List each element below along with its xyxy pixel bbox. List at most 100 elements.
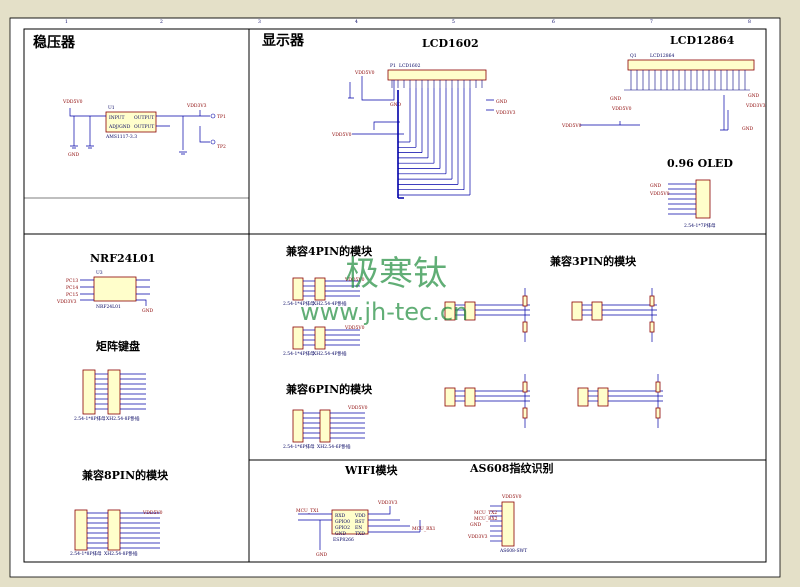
frame-wifi-as608 — [248, 459, 767, 563]
mod8-circuit: VDD5V0 2.54-1*8P排母 XH2.54-8P卧插 — [70, 509, 163, 557]
lcd12864-p: Q1 — [630, 53, 637, 59]
keypad-header-b — [107, 369, 121, 415]
oled-circuit: GND VDD5V0 2.54-1*7P排母 — [649, 179, 716, 229]
mod3-header-a — [444, 387, 456, 407]
wifi-pin-gpio2: GPIO2 — [335, 525, 350, 531]
mod4b-ref: 2.54-1*4P排母 — [283, 350, 315, 357]
mod3-resistor — [522, 407, 528, 419]
title-keypad: 矩阵键盘 — [96, 339, 140, 353]
lcd12864-vdd5b: VDD5V0 — [561, 123, 582, 129]
keypad-ref2: XH2.54-8P卧插 — [106, 415, 140, 422]
wifi-pin-en: EN — [355, 525, 362, 531]
mod3-header-b — [464, 301, 476, 321]
as608-net-rx: MCU_RX2 — [474, 516, 498, 522]
reg-ams: AMS1117-3.3 — [105, 134, 137, 140]
lcd12864-ref: LCD12864 — [650, 53, 674, 59]
title-mod3: 兼容3PIN的模块 — [550, 254, 637, 268]
lcd12864-circuit: Q1 LCD12864 GND VDD5V0 GND VDD3V3 VDD5V0… — [561, 53, 766, 132]
mod8-ref: 2.54-1*8P排母 — [70, 550, 102, 557]
mod3-circuit — [444, 288, 663, 428]
reg-u: U1 — [108, 105, 115, 111]
as608-header — [501, 501, 515, 547]
wifi-pin-rst: RST — [355, 519, 364, 525]
as608-vdd33: VDD3V3 — [467, 534, 488, 540]
mod4a-header-b — [314, 277, 326, 301]
mod4a-header-a — [292, 277, 304, 301]
lcd1602-ref: LCD1602 — [399, 63, 421, 69]
wifi-pin-gpio0: GPIO0 — [335, 519, 350, 525]
mod3-header-b — [464, 387, 476, 407]
reg-adj: ADJ/GND — [108, 124, 131, 130]
mod4b-ref2: XH2.54-4P卧插 — [313, 350, 347, 357]
ruler-5: 5 — [452, 19, 455, 25]
nrf-vdd33: VDD3V3 — [56, 299, 77, 305]
mod3-header-b — [597, 387, 609, 407]
title-oled: 0.96 OLED — [667, 157, 733, 170]
mod3-resistor — [522, 381, 528, 393]
lcd1602-header — [387, 69, 487, 81]
mod4a-vdd: VDD5V0 — [344, 277, 365, 283]
oled-header — [695, 179, 711, 219]
mod3-resistor — [655, 381, 661, 393]
title-mod8: 兼容8PIN的模块 — [82, 468, 169, 482]
lcd1602-vdd33: VDD3V3 — [495, 110, 516, 116]
lcd1602-p: P1 — [390, 63, 396, 69]
nrf-gnd: GND — [142, 308, 154, 314]
mod6-header-a — [292, 409, 304, 443]
nrf-circuit: U3 NRF24L01 PC13 PC14 PC15 VDD3V3 GND — [56, 270, 154, 314]
nrf-pc15: PC15 — [66, 292, 78, 298]
as608-gnd: GND — [470, 522, 482, 528]
mod3-resistor — [649, 295, 655, 307]
lcd12864-header — [627, 59, 755, 71]
reg-out: OUTPUT — [134, 115, 154, 121]
nrf-pc14: PC14 — [66, 285, 78, 291]
nrf-chip — [93, 276, 137, 302]
mod4b-header-b — [314, 326, 326, 350]
mod3-header-a — [571, 301, 583, 321]
nrf-u: U3 — [96, 270, 103, 276]
lcd12864-vdd5: VDD5V0 — [611, 106, 632, 112]
mod6-ref: 2.54-1*6P排母 — [283, 443, 315, 450]
mod8-vdd5: VDD5V0 — [142, 510, 163, 516]
mod4-circuit: 2.54-1*4P排母 XH2.54-4P卧插 2.54-1*4P排母 XH2.… — [283, 277, 365, 357]
lcd1602-gnd-l: GND — [390, 102, 402, 108]
ruler-7: 7 — [650, 19, 653, 25]
title-lcd1602: LCD1602 — [422, 37, 479, 50]
lcd12864-gnd3: GND — [742, 126, 754, 132]
mod6-vdd: VDD5V0 — [347, 405, 368, 411]
watermark-cn: 极寒钛 — [345, 254, 447, 294]
lcd1602-vdd5: VDD5V0 — [354, 70, 375, 76]
mod4b-header-a — [292, 326, 304, 350]
lcd1602-vdd5b: VDD5V0 — [331, 132, 352, 138]
title-regulator: 稳压器 — [33, 34, 76, 51]
regulator-circuit: VDD5V0 VDD3V3 U1 INPUT OUTPUT ADJ/GND OU… — [62, 99, 226, 158]
lcd12864-vdd33: VDD3V3 — [745, 103, 766, 109]
mod6-header-b — [319, 409, 331, 443]
title-nrf: NRF24L01 — [90, 252, 155, 265]
wifi-net-rx: MCU_RX1 — [412, 526, 436, 532]
mod3-header-a — [444, 301, 456, 321]
wifi-pin-txd: TXD — [355, 531, 365, 537]
section-frames — [23, 28, 767, 563]
mod6-ref2: XH2.54-6P卧插 — [317, 443, 351, 450]
mod4b-vdd: VDD5V0 — [344, 325, 365, 331]
nrf-pc13: PC13 — [66, 278, 78, 284]
title-lcd12864: LCD12864 — [670, 34, 735, 47]
wifi-pin-gnd: GND — [335, 531, 347, 537]
ruler-4: 4 — [355, 19, 358, 25]
lcd12864-gnd: GND — [610, 96, 622, 102]
reg-tp2: TP2 — [217, 144, 226, 150]
title-mod6: 兼容6PIN的模块 — [286, 382, 373, 396]
ruler-1: 1 — [65, 19, 68, 25]
reg-vdd33: VDD3V3 — [186, 103, 207, 109]
mod8-header-a — [74, 509, 88, 551]
mod3-header-a — [577, 387, 589, 407]
mod3-resistor — [522, 295, 528, 307]
mod4a-ref: 2.54-1*4P排母 — [283, 300, 315, 307]
mod4a-ref2: XH2.54-4P卧插 — [313, 300, 347, 307]
wifi-pin-rxd: RXD — [335, 513, 346, 519]
lcd12864-gnd2: GND — [748, 93, 760, 99]
mod6-circuit: VDD5V0 2.54-1*6P排母 XH2.54-6P卧插 — [283, 405, 368, 450]
reg-out2: OUTPUT — [134, 124, 154, 130]
